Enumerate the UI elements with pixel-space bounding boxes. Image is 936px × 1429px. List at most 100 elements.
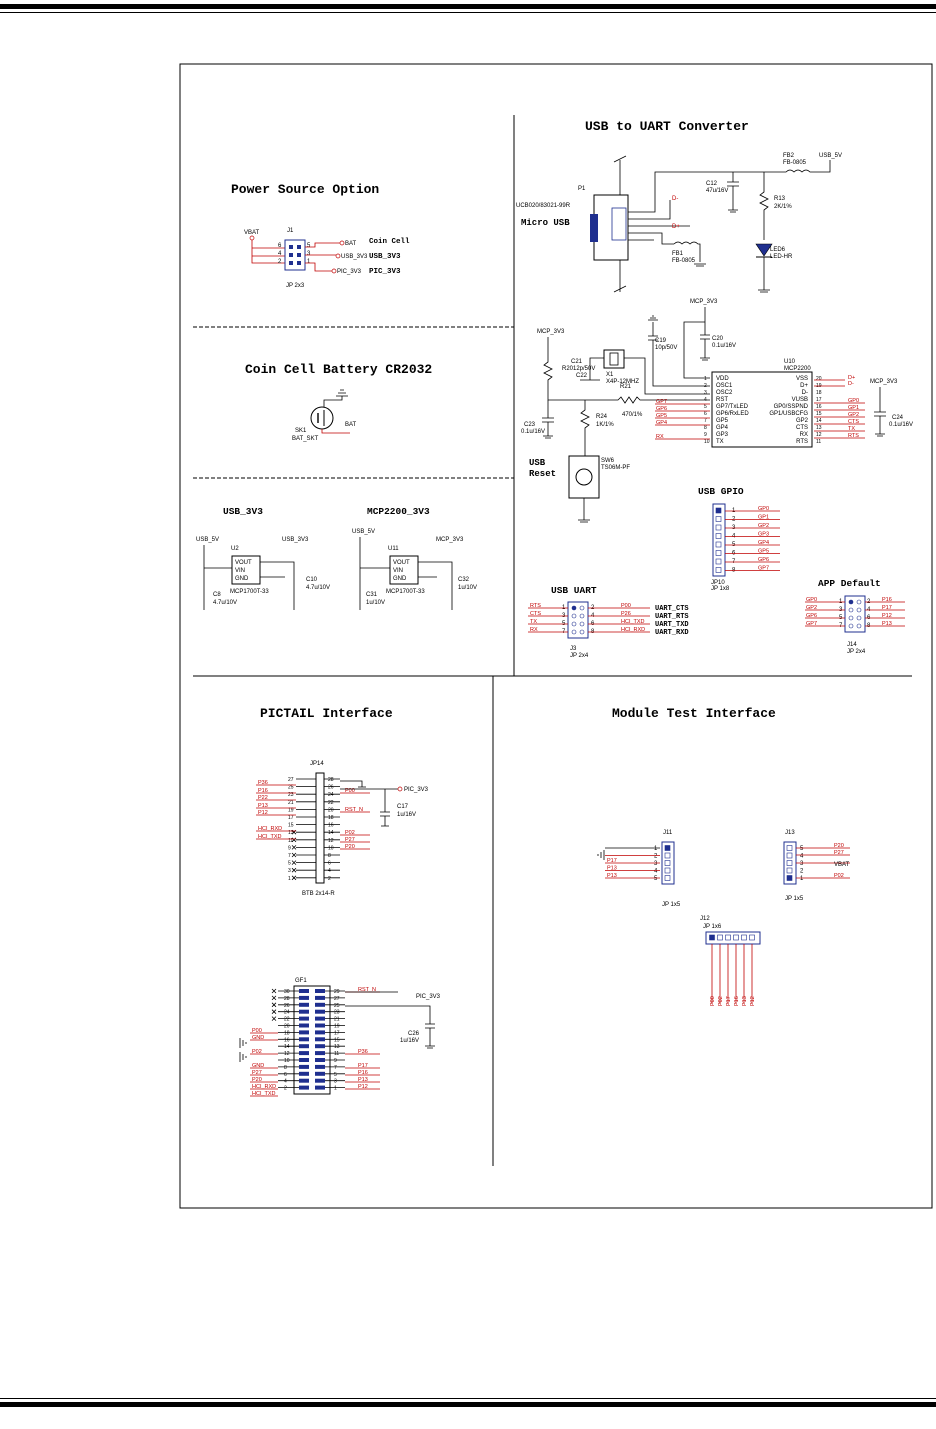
crystal-x1: [603, 349, 625, 369]
ground-icon: [239, 1052, 247, 1062]
jp14-pin-num: 18: [328, 815, 334, 821]
u11-regulator: [389, 555, 419, 585]
sk1-part: BAT_SKT: [292, 436, 319, 442]
sk1-ref: SK1: [295, 428, 307, 434]
jp10-pin: [715, 550, 722, 556]
j13-pin: [786, 845, 793, 851]
sw6-ref: SW6: [601, 458, 615, 464]
gf1-right-net: P12: [358, 1084, 368, 1090]
u11-in-net: USB_5V: [352, 529, 375, 535]
usb-uart-section: USB to UART Converter Micro USB UCB020/8…: [516, 119, 913, 523]
jp14-left-net: P22: [258, 795, 268, 801]
c19-ref: C19: [655, 338, 667, 344]
j11-net: P13: [607, 873, 617, 879]
ground-icon: [239, 1038, 247, 1048]
no-connect-icon: [291, 875, 297, 881]
u10-pin-name: RTS: [796, 439, 808, 445]
jp10-pin: [715, 507, 722, 514]
jp14-connector: [315, 772, 325, 884]
j14-pin: [856, 599, 862, 605]
j13-wires: [796, 847, 850, 879]
u2-pin-vout: VOUT: [235, 560, 252, 566]
r13-ref: R13: [774, 196, 786, 202]
gf1-pin-num: 10: [284, 1058, 290, 1064]
jp14-pin-num: 8: [328, 853, 331, 859]
mcp3v3-net-top: MCP_3V3: [690, 299, 718, 305]
micro-usb-connector: [593, 194, 629, 261]
j1-pin-1: 1: [307, 259, 311, 265]
j11-net: P17: [607, 858, 617, 864]
j11-part: JP 1x5: [662, 902, 681, 908]
gf1-pin-num: 17: [334, 1030, 340, 1036]
jp14-pin-num: 14: [328, 830, 334, 836]
jp10-pin: [715, 567, 722, 573]
usb-uart-title: USB to UART Converter: [585, 119, 749, 134]
j12-ref: J12: [700, 916, 710, 922]
j11-header: [661, 841, 675, 885]
usb-connector-part: UCB020/83021-99R: [516, 203, 571, 209]
gf1-right-net: RST_N: [358, 987, 376, 993]
coin-cell-section: Coin Cell Battery CR2032 SK1 BAT_SKT BAT: [245, 362, 432, 442]
u2-ref: U2: [231, 546, 239, 552]
c32-ref: C32: [458, 577, 470, 583]
jp14-pin-num: 25: [288, 785, 294, 791]
c20-ref: C20: [712, 336, 724, 342]
gf1-pin-num: 29: [334, 989, 340, 995]
no-connect-icon: [271, 1009, 277, 1014]
reset-switch[interactable]: [568, 455, 600, 499]
jp10-header: [712, 503, 726, 577]
u2-in-net: USB_5V: [196, 537, 219, 543]
j3-right-net: P26: [621, 611, 631, 617]
mcp3v3-net-right: MCP_3V3: [870, 379, 898, 385]
u10-pin-name: RX: [800, 432, 808, 438]
j14-pin: [856, 623, 862, 629]
usb-uart-header-title: USB UART: [551, 585, 597, 596]
u10-pin-name: RST: [716, 397, 728, 403]
mcp3v3-net-left: MCP_3V3: [537, 329, 565, 335]
c12-value: 47u/16V: [706, 188, 728, 194]
gf1-pad: [315, 995, 325, 1000]
jp10-net: GP3: [758, 532, 769, 538]
j13-pin: [786, 875, 793, 881]
j3-function: UART_RTS: [655, 613, 689, 621]
j1-pin-6: 6: [278, 243, 282, 249]
gf1-pin-num: 26: [284, 1003, 290, 1009]
bottom-rule-thin: [0, 1398, 936, 1399]
sw6-part: TS06M-PF: [601, 465, 630, 471]
gf1-pad: [299, 1044, 309, 1049]
u10-pin-num: 11: [816, 439, 821, 445]
c26-value: 1u/16V: [400, 1038, 419, 1044]
jp14-part: BTB 2x14-R: [302, 891, 335, 897]
usb-gpio-title: USB GPIO: [698, 486, 744, 497]
r24-value: 1K/1%: [596, 422, 614, 428]
u10-pin-num: 9: [704, 432, 707, 438]
u10-right-net: GP2: [848, 412, 859, 418]
j3-function: UART_TXD: [655, 621, 689, 629]
u2-pin-gnd: GND: [235, 576, 249, 582]
j13-net: P20: [834, 843, 844, 849]
u2-part: MCP1700T-33: [230, 589, 269, 595]
gf1-pin-num: 13: [334, 1044, 340, 1050]
option-usb-3v3: USB_3V3: [369, 253, 401, 261]
j1-net-bat: BAT: [345, 241, 357, 247]
fb2-ref: FB2: [783, 153, 795, 159]
jp14-pin-num: 9: [288, 845, 291, 851]
gf1-pad: [315, 1078, 325, 1083]
gf1-right-net: P13: [358, 1077, 368, 1083]
gf1-pad: [315, 1085, 325, 1090]
gf1-left-net: P00: [252, 1028, 262, 1034]
jp14-pin-num: 13: [288, 830, 294, 836]
r24-ref: R24: [596, 414, 608, 420]
gf1-pad: [315, 1058, 325, 1062]
jp14-left-net: P16: [258, 788, 268, 794]
micro-usb-label: Micro USB: [521, 218, 570, 228]
jp14-pin-num: 26: [328, 785, 334, 791]
gf1-pad: [315, 1037, 325, 1042]
jp10-net: GP6: [758, 557, 769, 563]
j1-pin-5: 5: [307, 243, 311, 249]
no-connect-icon: [291, 852, 297, 858]
u10-pin-name: OSC2: [716, 390, 733, 396]
u2-regulator: [231, 555, 261, 585]
